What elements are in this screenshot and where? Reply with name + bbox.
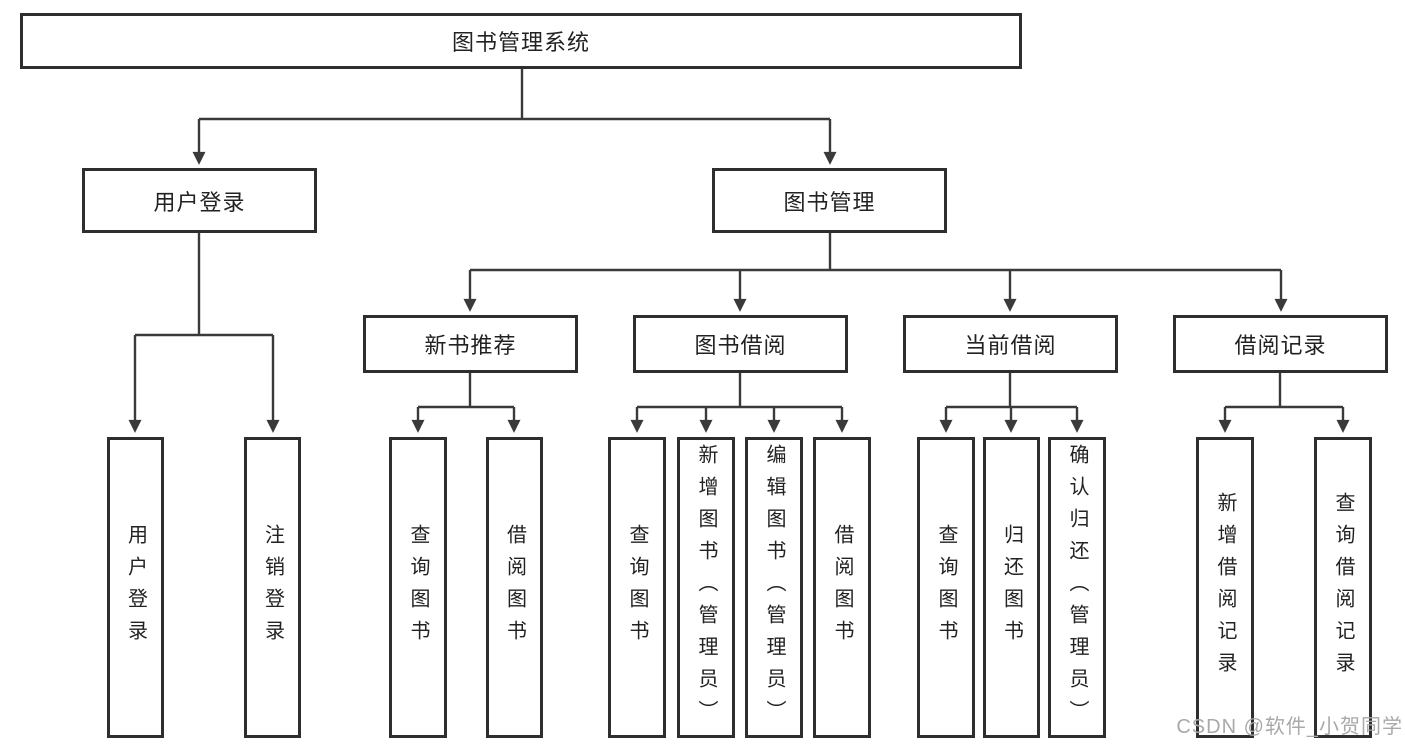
leaf-borrow-books: 借阅图书 <box>813 437 871 738</box>
csdn-watermark: CSDN @软件_小贺同学 <box>1176 716 1403 738</box>
connector-user-login-to-children <box>128 233 280 433</box>
leaf-query-borrow-record: 查询借阅记录 <box>1314 437 1372 738</box>
connector-current-borrow-to-children <box>939 373 1084 433</box>
leaf-edit-book-admin: 编辑图书（管理员） <box>745 437 803 738</box>
leaf-query-books-current: 查询图书 <box>917 437 975 738</box>
connector-book-mgmt-to-children <box>463 233 1288 312</box>
connector-borrow-records-to-children <box>1218 373 1350 433</box>
connector-new-book-rec-to-children <box>411 373 521 433</box>
leaf-add-book-admin: 新增图书（管理员） <box>677 437 735 738</box>
leaf-logout: 注销登录 <box>244 437 301 738</box>
leaf-add-borrow-record: 新增借阅记录 <box>1196 437 1254 738</box>
leaf-user-login: 用户登录 <box>107 437 164 738</box>
leaf-query-books-recommend: 查询图书 <box>389 437 447 738</box>
node-new-book-recommendation: 新书推荐 <box>363 315 578 373</box>
leaf-query-books-borrow: 查询图书 <box>608 437 666 738</box>
leaf-return-book: 归还图书 <box>983 437 1040 738</box>
node-borrowing-records: 借阅记录 <box>1173 315 1388 373</box>
leaf-borrow-books-recommend: 借阅图书 <box>486 437 543 738</box>
leaf-confirm-return-admin: 确认归还（管理员） <box>1048 437 1106 738</box>
node-user-login-branch: 用户登录 <box>82 168 317 233</box>
node-book-borrowing: 图书借阅 <box>633 315 848 373</box>
connector-book-borrow-to-children <box>630 373 849 433</box>
node-current-borrowing: 当前借阅 <box>903 315 1118 373</box>
connector-root-to-level2 <box>192 69 837 165</box>
node-library-management-system: 图书管理系统 <box>20 13 1022 69</box>
node-book-management: 图书管理 <box>712 168 947 233</box>
